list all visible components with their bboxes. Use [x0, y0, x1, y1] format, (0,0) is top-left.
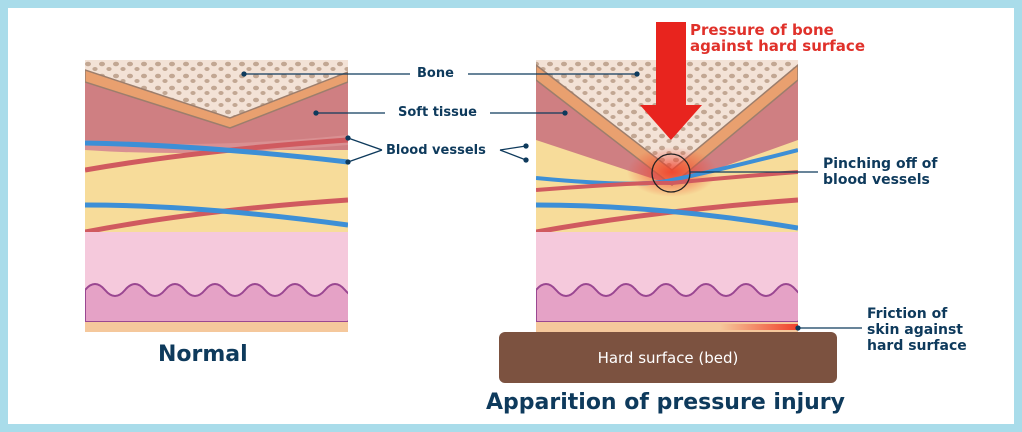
label-pressure-line2: against hard surface [690, 37, 865, 55]
label-friction: Friction of skin against hard surface [867, 306, 967, 354]
caption-pressure-injury: Apparition of pressure injury [486, 390, 845, 415]
friction-highlight [720, 324, 798, 330]
hard-surface-bed: Hard surface (bed) [499, 332, 837, 383]
label-pressure: Pressure of bone against hard surface [690, 22, 865, 54]
bone [85, 60, 348, 120]
caption-normal: Normal [158, 342, 248, 367]
label-pinching-line2: blood vessels [823, 172, 930, 188]
label-pressure-line1: Pressure of bone [690, 21, 834, 39]
pressure-arrow-icon [640, 22, 702, 140]
blood-vessel [85, 140, 348, 165]
normal-tissue-panel [85, 60, 348, 332]
label-pinching-line1: Pinching off of [823, 156, 938, 172]
bed-label: Hard surface (bed) [597, 348, 739, 367]
label-bone: Bone [417, 66, 454, 81]
label-blood-vessels: Blood vessels [386, 143, 486, 158]
label-soft-tissue: Soft tissue [398, 105, 477, 120]
pinch-circle [651, 153, 691, 193]
label-friction-line3: hard surface [867, 338, 967, 354]
label-friction-line2: skin against [867, 322, 963, 338]
label-friction-line1: Friction of [867, 306, 948, 322]
label-pinching: Pinching off of blood vessels [823, 156, 938, 188]
